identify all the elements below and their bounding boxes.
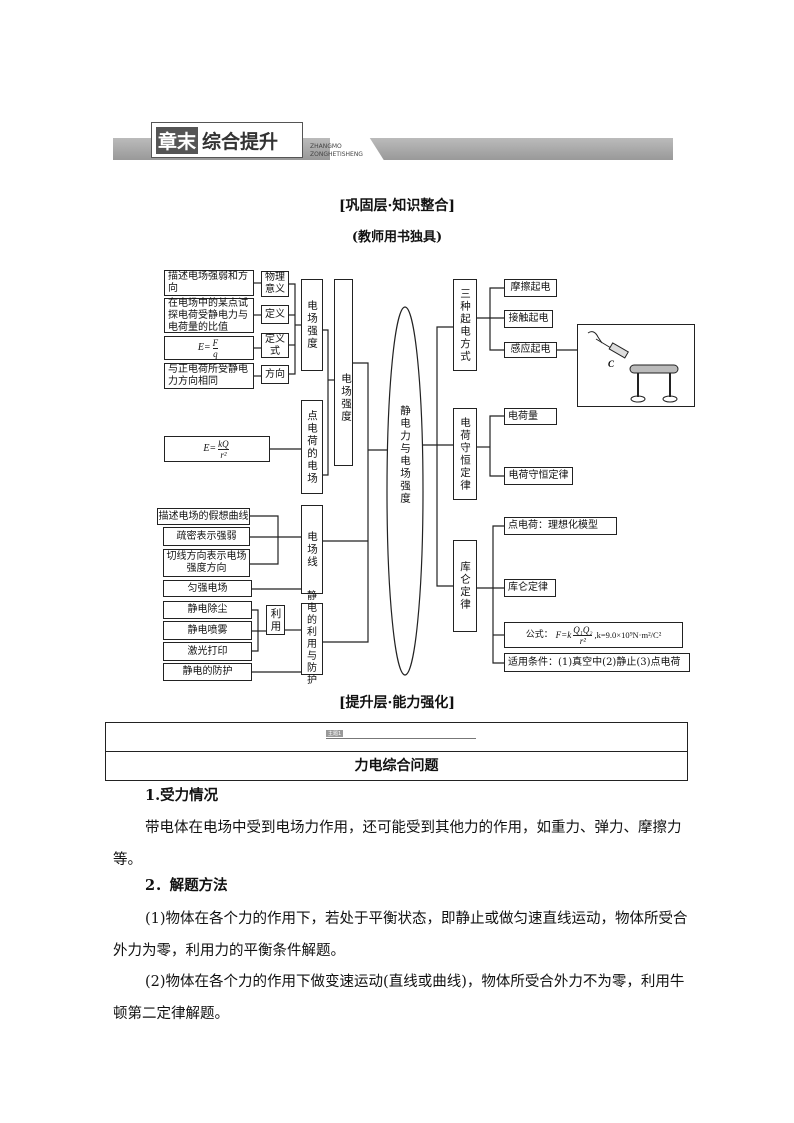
induction-apparatus-icon: C bbox=[587, 331, 679, 403]
formula-prefix: 公式： bbox=[525, 630, 553, 640]
pinyin-line-1: ZHANGMO bbox=[310, 143, 342, 150]
field-line-item: 描述电场的假想曲线 bbox=[157, 508, 250, 525]
center-topic: 静电力与电场强度 bbox=[399, 405, 411, 505]
paragraph: (2)物体在各个力的作用下做变速运动(直线或曲线)，物体所受合外力不为零，利用牛… bbox=[113, 974, 685, 1022]
formula-lhs: E= bbox=[203, 443, 217, 454]
pinyin-line-2: ZONGHETISHENG bbox=[310, 151, 363, 158]
label-box: 方向 bbox=[261, 365, 289, 384]
conservation-box: 电荷守恒定律 bbox=[453, 408, 477, 500]
desc-box: 描述电场强弱和方向 bbox=[164, 270, 254, 296]
denominator: r² bbox=[579, 635, 586, 646]
paragraph: (1)物体在各个力的作用下，若处于平衡状态，即静止或做匀速直线运动，物体所受合外… bbox=[113, 911, 688, 959]
paragraph: 带电体在电场中受到电场力作用，还可能受到其他力的作用，如重力、弹力、摩擦力等。 bbox=[113, 820, 682, 868]
use-item: 静电喷雾 bbox=[163, 621, 252, 640]
label-box: 定义式 bbox=[261, 333, 289, 358]
formula-lhs: E= bbox=[197, 342, 211, 353]
numerator: kQ bbox=[218, 438, 229, 450]
field-line-item: 匀强电场 bbox=[163, 580, 252, 597]
topic-header-row: 主题1 bbox=[106, 723, 687, 752]
section2-title: [提升层·能力强化] bbox=[338, 695, 456, 711]
heading-forces: 1.受力情况 bbox=[145, 787, 219, 804]
use-and-protect-box: 静电的利用与防护 bbox=[301, 591, 323, 686]
banner-title-box: 章末 综合提升 bbox=[151, 122, 303, 158]
banner-title-light: 综合提升 bbox=[202, 130, 279, 153]
section-subtitle: (教师用书独具) bbox=[351, 230, 443, 245]
conditions-box: 适用条件：(1)真空中(2)静止(3)点电荷 bbox=[504, 653, 690, 672]
label-box: 定义 bbox=[261, 305, 289, 324]
conservation-item: 电荷守恒定律 bbox=[504, 467, 573, 485]
label-box: 物理意义 bbox=[261, 271, 289, 297]
banner-title-dark: 章末 bbox=[156, 126, 199, 154]
topic-title: 力电综合问题 bbox=[354, 758, 439, 774]
formula-lhs: F=k bbox=[555, 630, 572, 640]
topic-tag: 主题1 bbox=[326, 730, 344, 737]
conservation-item: 电荷量 bbox=[504, 408, 557, 425]
field-strength-main-box: 电场强度 bbox=[334, 279, 353, 466]
field-line-item: 切线方向表示电场强度方向 bbox=[163, 549, 250, 577]
coulomb-box: 库仑定律 bbox=[453, 540, 477, 632]
desc-box: 与正电荷所受静电力方向相同 bbox=[164, 363, 254, 389]
numerator: F bbox=[212, 337, 219, 349]
charging-methods-box: 三种起电方式 bbox=[453, 279, 477, 371]
point-charge-field-box: 点电荷的电场 bbox=[301, 400, 323, 494]
protection-item: 静电的防护 bbox=[163, 663, 252, 681]
induction-figure: C bbox=[577, 324, 695, 407]
field-line-item: 疏密表示强弱 bbox=[163, 527, 250, 546]
charging-item: 摩擦起电 bbox=[504, 279, 557, 297]
use-item: 激光打印 bbox=[163, 642, 252, 661]
charging-item: 感应起电 bbox=[504, 342, 557, 358]
coulomb-item: 点电荷：理想化模型 bbox=[504, 517, 617, 535]
numerator: Q₁Q₂ bbox=[573, 624, 593, 636]
heading-method: 2．解题方法 bbox=[145, 877, 228, 894]
denominator: r² bbox=[220, 449, 227, 460]
field-strength-box: 电场强度 bbox=[301, 279, 323, 371]
section-title: [巩固层·知识整合] bbox=[338, 198, 456, 214]
denominator: q bbox=[213, 348, 218, 359]
use-item: 静电除尘 bbox=[163, 601, 252, 619]
use-label-box: 利用 bbox=[266, 605, 285, 635]
field-lines-box: 电场线 bbox=[301, 505, 323, 594]
charging-item: 接触起电 bbox=[504, 310, 553, 328]
topic-box: 主题1 力电综合问题 bbox=[105, 722, 688, 781]
banner-pinyin: ZHANGMO ZONGHETISHENG bbox=[310, 143, 363, 159]
topic-tag-line bbox=[326, 738, 476, 739]
formula-constant: ,k=9.0×10⁹N·m²/C² bbox=[594, 630, 662, 640]
coulomb-item: 库仑定律 bbox=[504, 579, 556, 597]
figure-label: C bbox=[608, 359, 615, 369]
desc-box: 在电场中的某点试探电荷受静电力与电荷量的比值 bbox=[164, 298, 254, 333]
